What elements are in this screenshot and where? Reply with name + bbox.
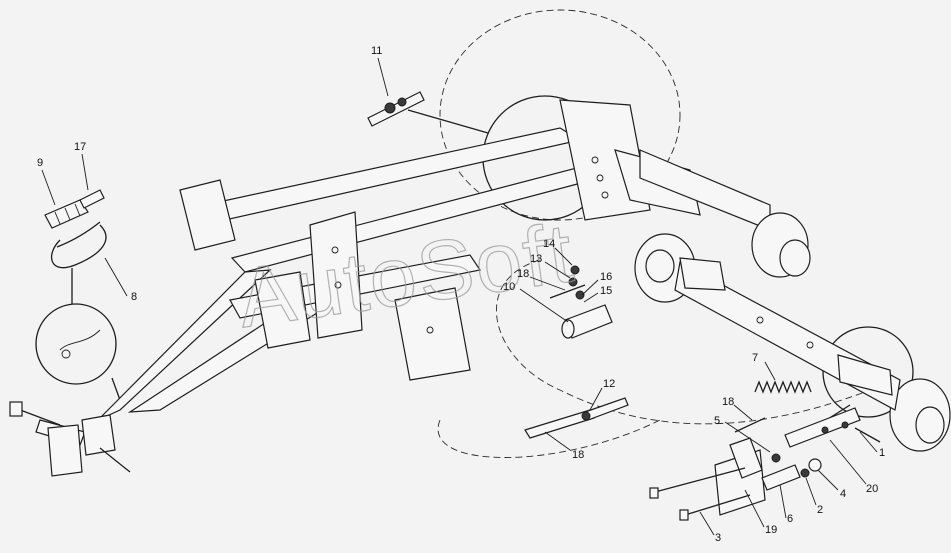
nut-part-14 xyxy=(570,265,580,275)
bushing-part-6 xyxy=(761,464,801,491)
mid-support xyxy=(254,271,311,349)
callout-8: 8 xyxy=(131,291,137,303)
callout-4: 4 xyxy=(840,488,846,500)
bolt-hole xyxy=(756,316,764,324)
valve-nut-2 xyxy=(397,97,407,107)
bolt-hole xyxy=(334,281,342,289)
bolt-hole xyxy=(331,246,339,254)
valve-part-11 xyxy=(367,91,425,127)
hitch-rod xyxy=(99,447,131,473)
callout-19: 19 xyxy=(765,524,777,536)
bolt-nut-1 xyxy=(841,421,849,429)
mid-bracket xyxy=(309,211,363,339)
callout-18-upper: 18 xyxy=(517,268,529,280)
callout-6: 6 xyxy=(787,513,793,525)
bolt-part-18 xyxy=(549,284,586,299)
hub-upper-right-inner xyxy=(779,239,811,277)
callout-1: 1 xyxy=(879,447,885,459)
nut-part xyxy=(771,453,781,463)
bolt-head xyxy=(649,487,659,499)
callout-3: 3 xyxy=(715,532,721,544)
lower-axle xyxy=(674,257,901,411)
bolt-hole xyxy=(596,174,604,182)
rope-detail xyxy=(59,329,101,351)
wheel-hubs xyxy=(634,212,951,452)
bellows-rib xyxy=(64,207,71,221)
rope-part-8 xyxy=(51,224,107,269)
callout-17: 17 xyxy=(74,141,86,153)
bolt-part-3-lower xyxy=(684,494,751,516)
bellows-rib xyxy=(74,203,81,217)
callout-10: 10 xyxy=(503,281,515,293)
callouts: 11 17 9 8 14 13 18 10 16 15 12 18 7 18 5… xyxy=(37,45,885,544)
leader-to-circle xyxy=(407,109,489,134)
sleeve-part xyxy=(729,437,763,479)
callout-12: 12 xyxy=(603,378,615,390)
axle-bracket-rear xyxy=(837,354,893,396)
rope-loop xyxy=(61,349,71,359)
coupling-head xyxy=(47,424,83,477)
cylinder-end xyxy=(561,319,575,339)
callout-18-right: 18 xyxy=(722,396,734,408)
callout-7: 7 xyxy=(752,352,758,364)
callout-20: 20 xyxy=(866,483,878,495)
frame-rail-upper xyxy=(203,127,582,221)
bolt-part-5 xyxy=(734,417,766,433)
dashed-leader-lower xyxy=(437,419,661,458)
bolt-hole xyxy=(591,156,599,164)
bolt-hole xyxy=(806,341,814,349)
valve-nut xyxy=(384,102,396,114)
rope-part-8b xyxy=(56,221,101,248)
callout-5: 5 xyxy=(714,415,720,427)
detail-circle-left xyxy=(35,303,117,385)
lever-part-20 xyxy=(784,407,861,448)
callout-11: 11 xyxy=(371,45,382,57)
washer-part-4 xyxy=(808,458,822,472)
callout-14: 14 xyxy=(543,238,555,250)
tee-nut xyxy=(581,411,591,421)
rear-bracket xyxy=(394,287,471,381)
nut-part-lever xyxy=(821,426,829,434)
washer-part-2 xyxy=(800,468,810,478)
brake-drum-front-inner xyxy=(645,249,675,283)
drawbar-arm-left xyxy=(97,269,272,421)
detail-circle-right xyxy=(822,326,914,418)
callout-18-lower: 18 xyxy=(572,449,584,461)
washer-part-13 xyxy=(568,277,578,287)
small-parts xyxy=(44,91,881,521)
bolt-part-1 xyxy=(854,427,881,443)
callout-2: 2 xyxy=(817,504,823,516)
nut-part-16 xyxy=(575,290,585,300)
dashed-wheel-outline xyxy=(439,9,681,221)
bellows-rib xyxy=(54,211,61,225)
hitch-assembly xyxy=(9,401,131,477)
bolt-head-2 xyxy=(679,509,689,521)
bolt-hole xyxy=(601,191,609,199)
callout-9: 9 xyxy=(37,157,43,169)
coupling-block xyxy=(81,414,116,456)
hub-lower-right-inner xyxy=(915,406,945,444)
callout-15: 15 xyxy=(600,285,612,297)
callout-13: 13 xyxy=(530,253,542,265)
bolt-part-3-upper xyxy=(654,467,746,493)
bellows-part-9 xyxy=(44,199,89,229)
callout-16: 16 xyxy=(600,271,612,283)
bolt-hole xyxy=(426,326,434,334)
axle-bracket-front xyxy=(679,257,726,291)
tee-part-12b xyxy=(584,397,629,421)
leader-rope-2 xyxy=(111,377,121,401)
spring-part-7 xyxy=(754,380,812,394)
pin-part-17 xyxy=(79,189,105,209)
front-bracket xyxy=(179,179,236,251)
hitch-end xyxy=(9,401,23,417)
trailer-frame xyxy=(97,99,771,421)
